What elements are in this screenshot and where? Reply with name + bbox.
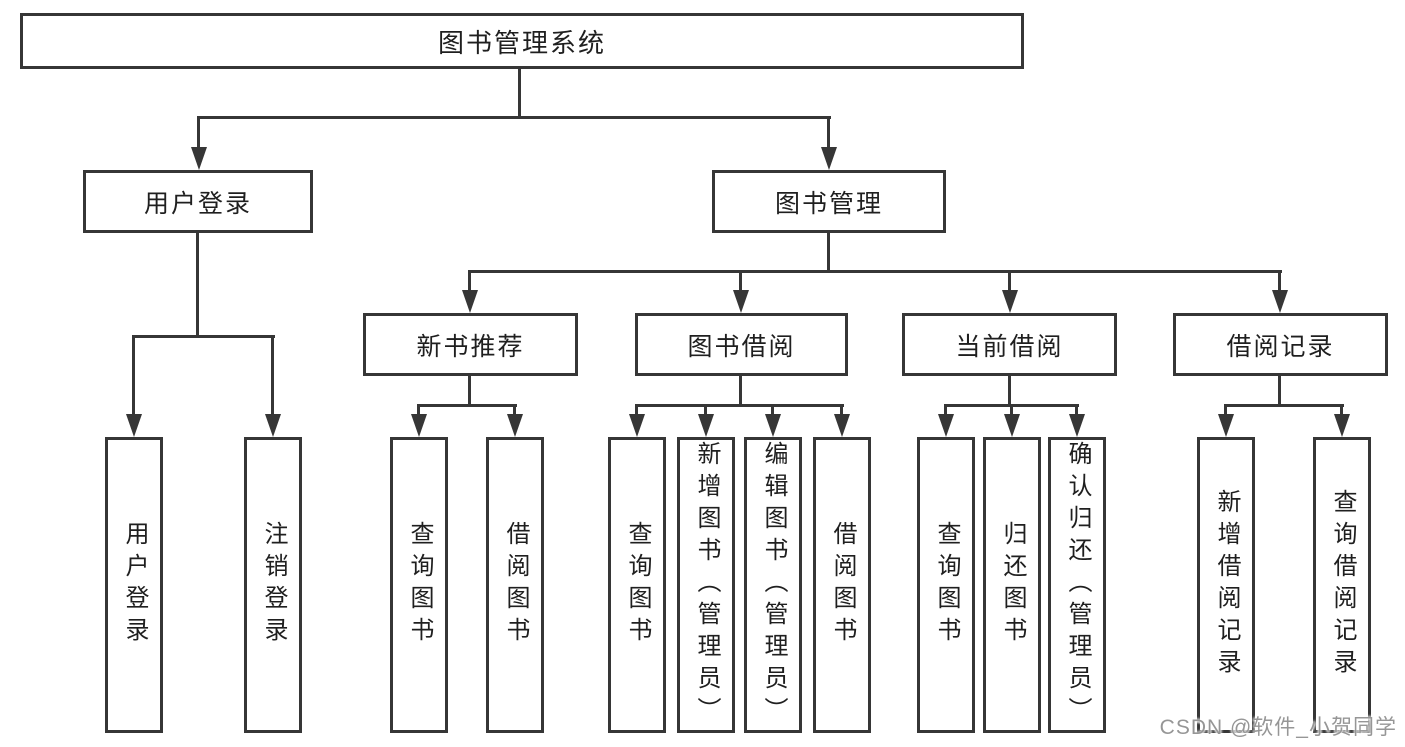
node-label: 借阅图书 [502,521,529,649]
box-root-library-management-system: 图书管理系统 [20,13,1024,69]
node-label: 查询图书 [406,521,433,649]
connector-line [468,270,471,292]
node-label: 当前借阅 [955,332,1064,361]
arrowhead-down-icon [1272,290,1288,313]
connector-line [1224,404,1227,416]
connector-line [132,335,275,338]
node-label: 新增图书（管理员） [693,441,720,729]
arrowhead-down-icon [821,147,837,170]
arrowhead-down-icon [265,414,281,437]
connector-line [417,404,420,416]
connector-line [944,404,947,416]
connector-line [771,404,774,416]
connector-line [635,404,638,416]
leaf-add-books-admin: 新增图书（管理员） [677,437,735,733]
node-label: 图书借阅 [687,332,796,361]
watermark: CSDN @软件_小贺同学 [1159,716,1397,739]
node-label: 归还图书 [999,521,1026,649]
connector-line [1075,404,1078,416]
connector-line [1224,404,1344,407]
connector-line [1010,404,1013,416]
connector-line [1340,404,1343,416]
arrowhead-down-icon [733,290,749,313]
connector-line [468,376,471,406]
leaf-search-books-current: 查询图书 [917,437,975,733]
arrowhead-down-icon [191,147,207,170]
connector-line [271,335,274,417]
node-label: 查询图书 [624,521,651,649]
box-borrowing-records: 借阅记录 [1173,313,1388,376]
connector-line [1278,270,1281,292]
box-book-management: 图书管理 [712,170,946,233]
node-label: 借阅图书 [829,521,856,649]
box-book-borrowing: 图书借阅 [635,313,848,376]
connector-line [417,404,517,407]
arrowhead-down-icon [126,414,142,437]
connector-line [827,116,830,150]
node-label: 用户登录 [143,189,252,218]
node-label: 图书管理系统 [437,27,606,58]
connector-line [132,335,135,417]
leaf-add-borrow-record: 新增借阅记录 [1197,437,1255,733]
leaf-return-books: 归还图书 [983,437,1041,733]
connector-line [518,69,521,117]
connector-line [840,404,843,416]
leaf-logout: 注销登录 [244,437,302,733]
arrowhead-down-icon [1004,414,1020,437]
node-label: 编辑图书（管理员） [760,441,787,729]
node-label: 查询图书 [933,521,960,649]
connector-line [739,270,742,292]
node-label: 确认归还（管理员） [1064,441,1091,729]
node-label: 注销登录 [260,521,287,649]
arrowhead-down-icon [1218,414,1234,437]
node-label: 借阅记录 [1226,332,1335,361]
arrowhead-down-icon [507,414,523,437]
leaf-search-borrow-record: 查询借阅记录 [1313,437,1371,733]
node-label: 用户登录 [121,521,148,649]
leaf-search-books-recommend: 查询图书 [390,437,448,733]
leaf-user-login: 用户登录 [105,437,163,733]
node-label: 新增借阅记录 [1213,489,1240,681]
connector-line [197,116,200,150]
arrowhead-down-icon [1334,414,1350,437]
connector-line [827,233,830,273]
connector-line [635,404,844,407]
connector-line [468,270,1282,273]
leaf-edit-books-admin: 编辑图书（管理员） [744,437,802,733]
arrowhead-down-icon [1002,290,1018,313]
node-label: 图书管理 [774,189,883,218]
node-label: 查询借阅记录 [1329,489,1356,681]
connector-line [1008,270,1011,292]
arrowhead-down-icon [411,414,427,437]
arrowhead-down-icon [698,414,714,437]
leaf-borrow-books: 借阅图书 [813,437,871,733]
leaf-search-books-borrowing: 查询图书 [608,437,666,733]
connector-line [513,404,516,416]
box-user-login: 用户登录 [83,170,313,233]
arrowhead-down-icon [1069,414,1085,437]
connector-line [1278,376,1281,406]
box-current-borrowing: 当前借阅 [902,313,1117,376]
arrowhead-down-icon [834,414,850,437]
connector-line [197,116,831,119]
connector-line [739,376,742,406]
node-label: 新书推荐 [416,332,525,361]
arrowhead-down-icon [462,290,478,313]
leaf-borrow-books-recommend: 借阅图书 [486,437,544,733]
arrowhead-down-icon [938,414,954,437]
connector-line [704,404,707,416]
box-new-book-recommendation: 新书推荐 [363,313,578,376]
leaf-confirm-return-admin: 确认归还（管理员） [1048,437,1106,733]
arrowhead-down-icon [629,414,645,437]
arrowhead-down-icon [765,414,781,437]
connector-line [1008,376,1011,406]
connector-line [196,233,199,337]
